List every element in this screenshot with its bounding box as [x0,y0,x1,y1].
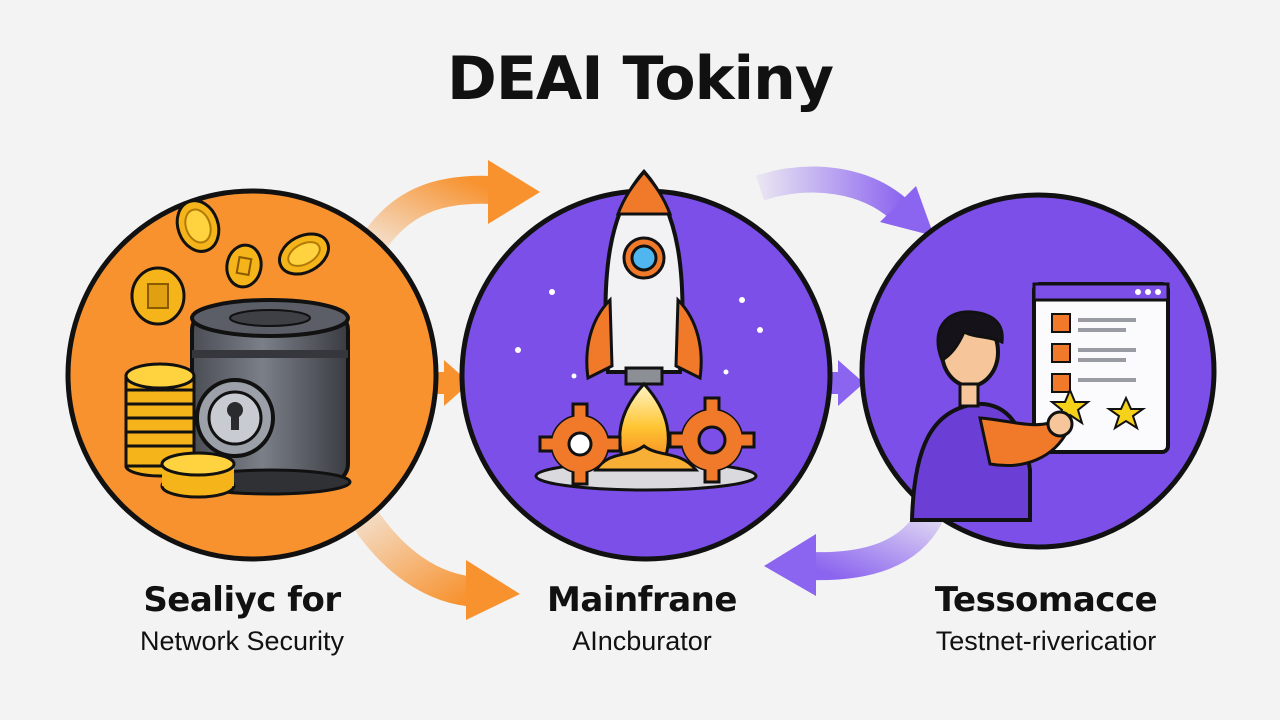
stage-1-label: Sealiyc for Network Security [62,580,422,658]
stage-2-illustration [459,168,833,562]
arrow-bottom-right [764,508,943,596]
person-checklist-icon [909,282,1170,522]
stage-1-subheading: Network Security [139,626,345,656]
stage-2-heading: Mainfrane [547,580,737,620]
stage-1-heading: Sealiyc for [143,580,341,620]
coins-and-safe-icon [124,199,352,499]
arrow-bottom-left [353,511,520,620]
stage-3-illustration [859,192,1217,550]
stage-2-label: Mainfrane AIncburator [462,580,822,658]
stage-3-subheading: Testnet-rivericatior [935,626,1157,656]
arrow-top-left [358,160,540,256]
stage-3-label: Tessomacce Testnet-rivericatior [866,580,1226,658]
stage-2-subheading: AIncburator [572,626,712,656]
diagram-title: DEAI Tokiny [447,44,834,114]
arrow-top-right [756,166,934,236]
stage-1-illustration [65,188,439,562]
rocket-launch-icon [515,168,763,492]
stage-3-heading: Tessomacce [934,580,1158,620]
